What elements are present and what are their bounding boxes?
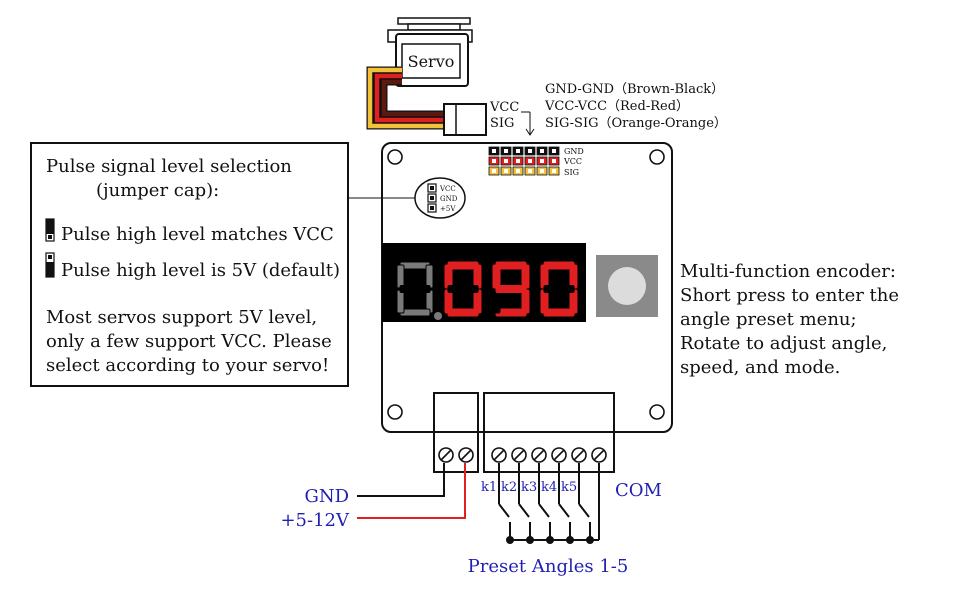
segment-g bbox=[495, 285, 527, 293]
power-gnd-label: GND bbox=[304, 486, 349, 507]
key-label: k3 bbox=[521, 480, 537, 495]
header-gnd-label: GND bbox=[564, 147, 584, 156]
encoder-line5: speed, and mode. bbox=[680, 357, 840, 378]
key-switch bbox=[498, 463, 514, 544]
segment-e bbox=[540, 289, 549, 314]
segment-b bbox=[569, 264, 578, 289]
display-digit bbox=[444, 261, 482, 317]
key-label: k5 bbox=[561, 480, 577, 495]
pin-contact bbox=[492, 149, 496, 153]
jumper-title-line2: (jumper cap): bbox=[96, 180, 219, 201]
segment-b bbox=[521, 264, 530, 289]
encoder-line4: Rotate to adjust angle, bbox=[680, 333, 887, 354]
display-digit bbox=[396, 261, 434, 317]
pin-contact bbox=[516, 159, 520, 163]
servo-label: Servo bbox=[408, 52, 455, 71]
pin-contact bbox=[540, 169, 544, 173]
jumper-title-line1: Pulse signal level selection bbox=[46, 156, 292, 177]
pin-contact bbox=[504, 159, 508, 163]
wiring-legend: GND-GND（Brown-Black） VCC-VCC（Red-Red） SI… bbox=[544, 82, 727, 131]
segment-f bbox=[492, 264, 501, 289]
key-label: k2 bbox=[501, 480, 517, 495]
servo-vcc-label: VCC bbox=[489, 100, 519, 115]
segment-e bbox=[492, 289, 501, 314]
servo-sig-label: SIG bbox=[490, 116, 514, 131]
com-label: COM bbox=[615, 480, 662, 501]
mount-hole-bottom-left bbox=[387, 404, 403, 420]
pin-contact bbox=[540, 149, 544, 153]
mount-hole-top-right bbox=[649, 149, 665, 165]
encoder-line3: angle preset menu; bbox=[680, 309, 857, 330]
key-terminal bbox=[483, 392, 615, 473]
encoder-knob[interactable] bbox=[596, 255, 658, 317]
mount-hole-top-left bbox=[387, 149, 403, 165]
pin-contact bbox=[552, 149, 556, 153]
pin-contact bbox=[516, 149, 520, 153]
wiring-line-sig: SIG-SIG（Orange-Orange） bbox=[545, 116, 727, 131]
key-switch bbox=[558, 463, 574, 544]
segment-f bbox=[396, 264, 405, 289]
display-digit bbox=[540, 261, 578, 317]
pin-contact bbox=[504, 149, 508, 153]
segment-e bbox=[444, 289, 453, 314]
key-switch bbox=[538, 463, 554, 544]
pin-contact bbox=[552, 159, 556, 163]
pin-contact bbox=[492, 169, 496, 173]
segment-g bbox=[447, 285, 479, 293]
jumper-detail: VCC GND +5V bbox=[348, 177, 466, 219]
key-switches: k1 k2 k3 k4 k5 bbox=[481, 463, 600, 544]
header-vcc-label: VCC bbox=[563, 157, 582, 166]
display-digit bbox=[492, 261, 530, 317]
jumper-info-box: Pulse signal level selection (jumper cap… bbox=[30, 142, 349, 387]
pin-contact bbox=[540, 159, 544, 163]
jumper-5v-label: +5V bbox=[440, 205, 456, 213]
servo: Servo bbox=[387, 17, 473, 87]
segment-b bbox=[473, 264, 482, 289]
pin-contact bbox=[504, 169, 508, 173]
key-switch bbox=[518, 463, 534, 544]
encoder-line1: Multi-function encoder: bbox=[680, 261, 896, 282]
segment-b bbox=[425, 264, 434, 289]
power-terminal bbox=[433, 392, 479, 473]
servo-cable bbox=[366, 66, 444, 130]
encoder-description: Multi-function encoder: Short press to e… bbox=[680, 261, 899, 378]
pin-contact bbox=[528, 159, 532, 163]
arrow-down-icon bbox=[521, 111, 535, 136]
jumper-option-vcc: Pulse high level matches VCC bbox=[61, 224, 334, 245]
jumper-note-line3: select according to your servo! bbox=[46, 355, 329, 376]
header-sig-label: SIG bbox=[564, 168, 579, 177]
servo-header bbox=[488, 146, 560, 176]
segment-e bbox=[396, 289, 405, 314]
pin-contact bbox=[552, 169, 556, 173]
jumper-note-line2: only a few support VCC. Please bbox=[46, 331, 332, 352]
preset-angles-caption: Preset Angles 1-5 bbox=[468, 556, 629, 577]
segment-g bbox=[543, 285, 575, 293]
jumper-vcc-icon bbox=[45, 218, 55, 242]
segment-g bbox=[399, 285, 431, 293]
encoder-line2: Short press to enter the bbox=[680, 285, 899, 306]
wiring-line-gnd: GND-GND（Brown-Black） bbox=[545, 82, 724, 97]
power-wires bbox=[357, 463, 466, 519]
jumper-option-5v: Pulse high level is 5V (default) bbox=[61, 260, 340, 281]
key-switch bbox=[578, 463, 594, 544]
jumper-gnd-label: GND bbox=[440, 195, 458, 203]
segment-f bbox=[540, 264, 549, 289]
segment-f bbox=[444, 264, 453, 289]
decimal-point bbox=[434, 312, 442, 320]
key-label: k4 bbox=[541, 480, 557, 495]
key-label: k1 bbox=[481, 480, 497, 495]
pin-contact bbox=[516, 169, 520, 173]
jumper-note-line1: Most servos support 5V level, bbox=[46, 307, 317, 328]
pin-contact bbox=[528, 169, 532, 173]
seven-segment-display bbox=[382, 243, 586, 322]
servo-connector bbox=[443, 103, 487, 136]
jumper-vcc-label: VCC bbox=[439, 185, 456, 193]
pin-contact bbox=[528, 149, 532, 153]
wiring-line-vcc: VCC-VCC（Red-Red） bbox=[544, 99, 689, 114]
jumper-5v-icon bbox=[45, 252, 55, 278]
power-vin-label: +5-12V bbox=[280, 510, 350, 531]
pin-contact bbox=[492, 159, 496, 163]
mount-hole-bottom-right bbox=[649, 404, 665, 420]
